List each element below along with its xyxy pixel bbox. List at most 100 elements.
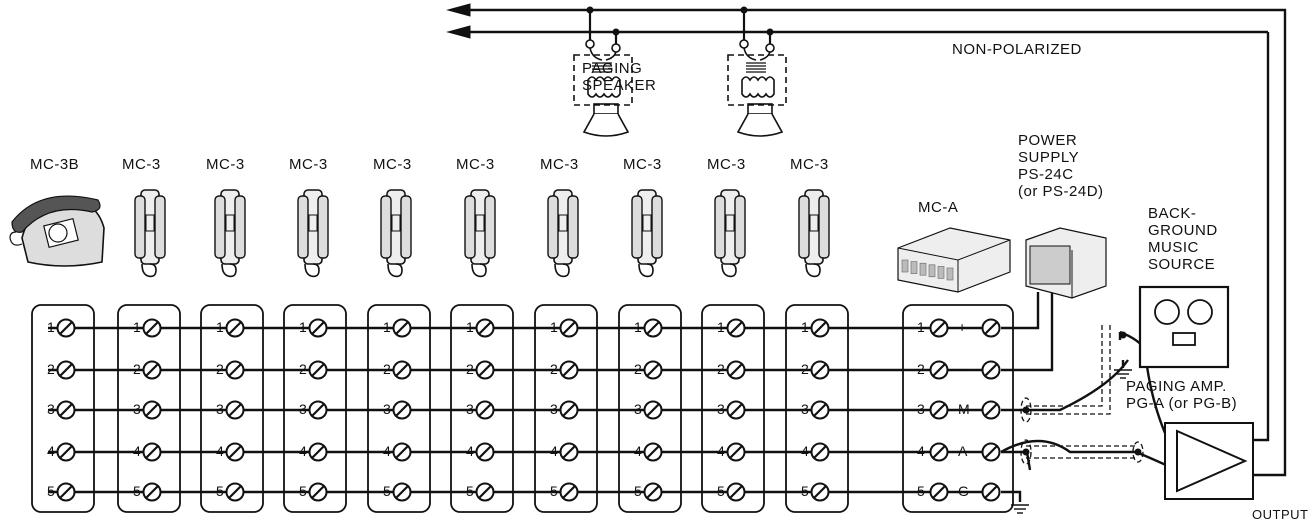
music-source-label-line: BACK-	[1148, 205, 1197, 222]
terminal-number: 3	[47, 401, 55, 417]
screw-terminal-icon	[56, 360, 76, 380]
terminal-number: 1	[717, 319, 725, 335]
wall-telephone-icon	[297, 189, 329, 278]
terminal-block	[701, 304, 765, 513]
terminal-number: 3	[801, 401, 809, 417]
terminal-number: 3	[133, 401, 141, 417]
terminal-number: 1	[299, 319, 307, 335]
terminal-number: 5	[466, 483, 474, 499]
screw-terminal-icon	[643, 318, 663, 338]
station-model-label: MC-3	[540, 156, 579, 173]
output-label: OUTPUT	[1252, 507, 1309, 522]
wall-telephone-icon	[798, 189, 830, 278]
screw-terminal-icon	[929, 318, 949, 338]
power-supply-label-line: SUPPLY	[1018, 149, 1080, 166]
paging-speaker-icon	[727, 6, 787, 137]
power-supply-wire	[1001, 292, 1040, 330]
terminal-number: 3	[299, 401, 307, 417]
terminal-number: 3	[717, 401, 725, 417]
output-wire	[500, 8, 1287, 477]
junction-dot	[1119, 331, 1127, 339]
terminal-number: 3	[634, 401, 642, 417]
arrow-icon	[446, 3, 471, 17]
station-model-label: MC-3	[373, 156, 412, 173]
terminal-number: 4	[917, 443, 925, 459]
screw-terminal-icon	[308, 442, 328, 462]
screw-terminal-icon	[475, 482, 495, 502]
terminal-block	[785, 304, 849, 513]
terminal-number: 1	[801, 319, 809, 335]
terminal-number: 5	[383, 483, 391, 499]
terminal-number: 1	[466, 319, 474, 335]
terminal-symbol: A	[958, 443, 968, 459]
screw-terminal-icon	[392, 318, 412, 338]
paging-amp-label-line: PG-A (or PG-B)	[1126, 395, 1238, 412]
terminal-symbol: --	[958, 361, 968, 377]
power-supply-icon	[1025, 227, 1107, 299]
wall-telephone-icon	[380, 189, 412, 278]
terminal-number: 4	[383, 443, 391, 459]
terminal-number: 5	[216, 483, 224, 499]
screw-terminal-icon	[810, 318, 830, 338]
screw-terminal-icon	[981, 318, 1001, 338]
terminal-block	[283, 304, 347, 513]
screw-terminal-icon	[929, 442, 949, 462]
screw-terminal-icon	[392, 482, 412, 502]
terminal-block	[31, 304, 95, 513]
screw-terminal-icon	[142, 360, 162, 380]
junction-dot	[1134, 448, 1142, 456]
screw-terminal-icon	[929, 360, 949, 380]
music-source-label: BACK- GROUND MUSIC SOURCE	[1148, 205, 1218, 273]
station-model-label: MC-3	[790, 156, 829, 173]
terminal-symbol: G	[958, 483, 969, 499]
terminal-number: 4	[133, 443, 141, 459]
screw-terminal-icon	[726, 442, 746, 462]
screw-terminal-icon	[392, 400, 412, 420]
mc-a-unit-icon	[897, 227, 1011, 293]
screw-terminal-icon	[810, 400, 830, 420]
power-supply-label-line: (or PS-24D)	[1018, 183, 1104, 200]
amplifier-icon	[1164, 422, 1254, 500]
shield-ring	[1020, 397, 1032, 423]
ground-wire	[1001, 490, 1022, 502]
terminal-number: 5	[917, 483, 925, 499]
terminal-block	[367, 304, 431, 513]
wall-telephone-icon	[134, 189, 166, 278]
screw-terminal-icon	[225, 318, 245, 338]
screw-terminal-icon	[726, 318, 746, 338]
wall-telephone-icon	[547, 189, 579, 278]
terminal-number: 3	[216, 401, 224, 417]
station-model-label: MC-3	[707, 156, 746, 173]
screw-terminal-icon	[643, 442, 663, 462]
terminal-number: 5	[634, 483, 642, 499]
screw-terminal-icon	[726, 482, 746, 502]
terminal-block	[534, 304, 598, 513]
terminal-number: 2	[133, 361, 141, 377]
music-source-label-line: GROUND	[1148, 222, 1218, 239]
terminal-number: 3	[383, 401, 391, 417]
screw-terminal-icon	[981, 442, 1001, 462]
terminal-number: 4	[466, 443, 474, 459]
station-model-label: MC-3B	[30, 156, 80, 173]
screw-terminal-icon	[559, 318, 579, 338]
power-supply-label: POWER SUPPLY PS-24C (or PS-24D)	[1018, 132, 1104, 200]
screw-terminal-icon	[142, 318, 162, 338]
junction-dot	[1022, 406, 1030, 414]
terminal-number: 2	[717, 361, 725, 377]
screw-terminal-icon	[810, 442, 830, 462]
terminal-symbol: +	[958, 319, 967, 335]
terminal-number: 2	[216, 361, 224, 377]
terminal-symbol: M	[958, 401, 970, 417]
terminal-number: 1	[550, 319, 558, 335]
shield-ring	[1132, 441, 1144, 463]
terminal-number: 5	[801, 483, 809, 499]
desk-telephone-icon	[9, 195, 105, 267]
terminal-number: 2	[383, 361, 391, 377]
terminal-number: 5	[550, 483, 558, 499]
terminal-number: 4	[216, 443, 224, 459]
mc-a-label: MC-A	[918, 199, 959, 216]
screw-terminal-icon	[56, 482, 76, 502]
terminal-block	[200, 304, 264, 513]
screw-terminal-icon	[559, 442, 579, 462]
screw-terminal-icon	[225, 360, 245, 380]
